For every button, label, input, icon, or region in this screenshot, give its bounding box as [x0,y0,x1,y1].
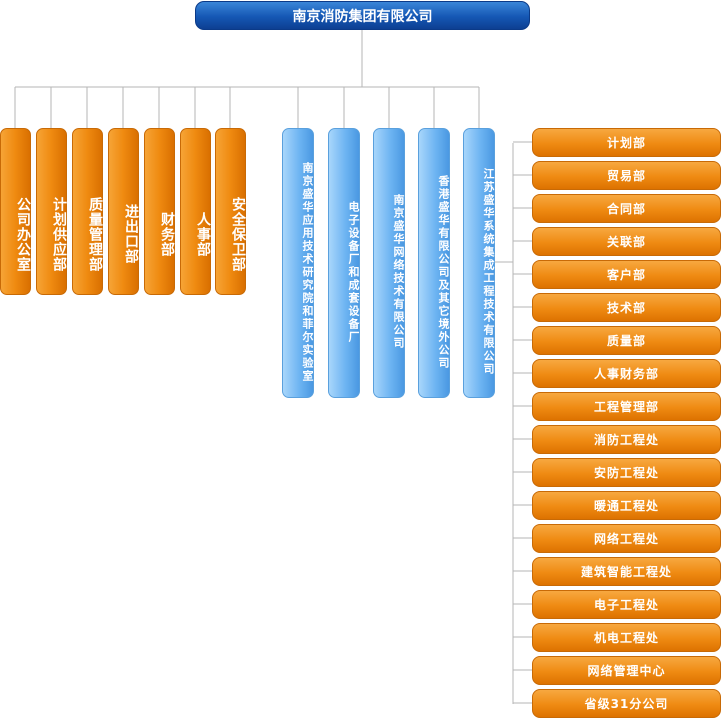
department-label: 公司办公室 [15,196,31,272]
subsidiary-node: 南京盛华网络技术有限公司 [373,128,405,398]
division-node: 机电工程处 [532,623,721,652]
department-node: 质量管理部 [72,128,103,295]
subsidiary-label: 南京盛华网络技术有限公司 [392,194,405,350]
subsidiary-node: 江苏盛华系统集成工程技术有限公司 [463,128,495,398]
department-node: 安全保卫部 [215,128,246,295]
subsidiary-label: 香港盛华有限公司及其它境外公司 [437,174,450,370]
division-node: 电子工程处 [532,590,721,619]
division-node: 工程管理部 [532,392,721,421]
division-node: 省级31分公司 [532,689,721,718]
division-node: 质量部 [532,326,721,355]
division-node: 关联部 [532,227,721,256]
division-node: 消防工程处 [532,425,721,454]
department-label: 进出口部 [123,204,139,264]
division-label: 电子工程处 [593,598,659,612]
division-label: 贸易部 [606,169,646,183]
division-node: 暖通工程处 [532,491,721,520]
subsidiary-node: 电子设备厂和成套设备厂 [328,128,360,398]
division-node: 合同部 [532,194,721,223]
division-label: 暖通工程处 [593,499,659,513]
subsidiary-label: 江苏盛华系统集成工程技术有限公司 [482,168,495,376]
division-label: 工程管理部 [593,400,659,414]
department-node: 人事部 [180,128,211,295]
division-node: 贸易部 [532,161,721,190]
department-label: 质量管理部 [87,196,103,272]
division-label: 安防工程处 [593,466,659,480]
department-node: 计划供应部 [36,128,67,295]
division-node: 人事财务部 [532,359,721,388]
division-node: 安防工程处 [532,458,721,487]
department-node: 进出口部 [108,128,139,295]
division-label: 关联部 [606,235,646,249]
division-label: 质量部 [606,334,646,348]
division-label: 建筑智能工程处 [580,565,672,579]
subsidiary-node: 香港盛华有限公司及其它境外公司 [418,128,450,398]
division-label: 技术部 [606,301,646,315]
company-root-label: 南京消防集团有限公司 [292,8,433,25]
company-root-node: 南京消防集团有限公司 [195,1,530,30]
division-node: 网络工程处 [532,524,721,553]
division-label: 消防工程处 [593,433,659,447]
subsidiary-label: 电子设备厂和成套设备厂 [347,200,360,344]
department-node: 公司办公室 [0,128,31,295]
department-node: 财务部 [144,128,175,295]
division-label: 客户部 [606,268,646,282]
division-node: 计划部 [532,128,721,157]
division-label: 合同部 [606,202,646,216]
subsidiary-label: 南京盛华应用技术研究院和菲尔实验室 [301,161,314,383]
division-label: 人事财务部 [593,367,659,381]
division-label: 计划部 [606,136,646,150]
division-node: 客户部 [532,260,721,289]
division-label: 机电工程处 [593,631,659,645]
department-label: 财务部 [159,211,175,257]
division-label: 网络管理中心 [587,664,666,678]
department-label: 安全保卫部 [230,196,246,272]
division-label: 网络工程处 [593,532,659,546]
division-node: 网络管理中心 [532,656,721,685]
department-label: 计划供应部 [51,196,67,272]
division-node: 建筑智能工程处 [532,557,721,586]
subsidiary-node: 南京盛华应用技术研究院和菲尔实验室 [282,128,314,398]
division-label: 省级31分公司 [584,697,669,711]
division-node: 技术部 [532,293,721,322]
department-label: 人事部 [195,211,211,257]
